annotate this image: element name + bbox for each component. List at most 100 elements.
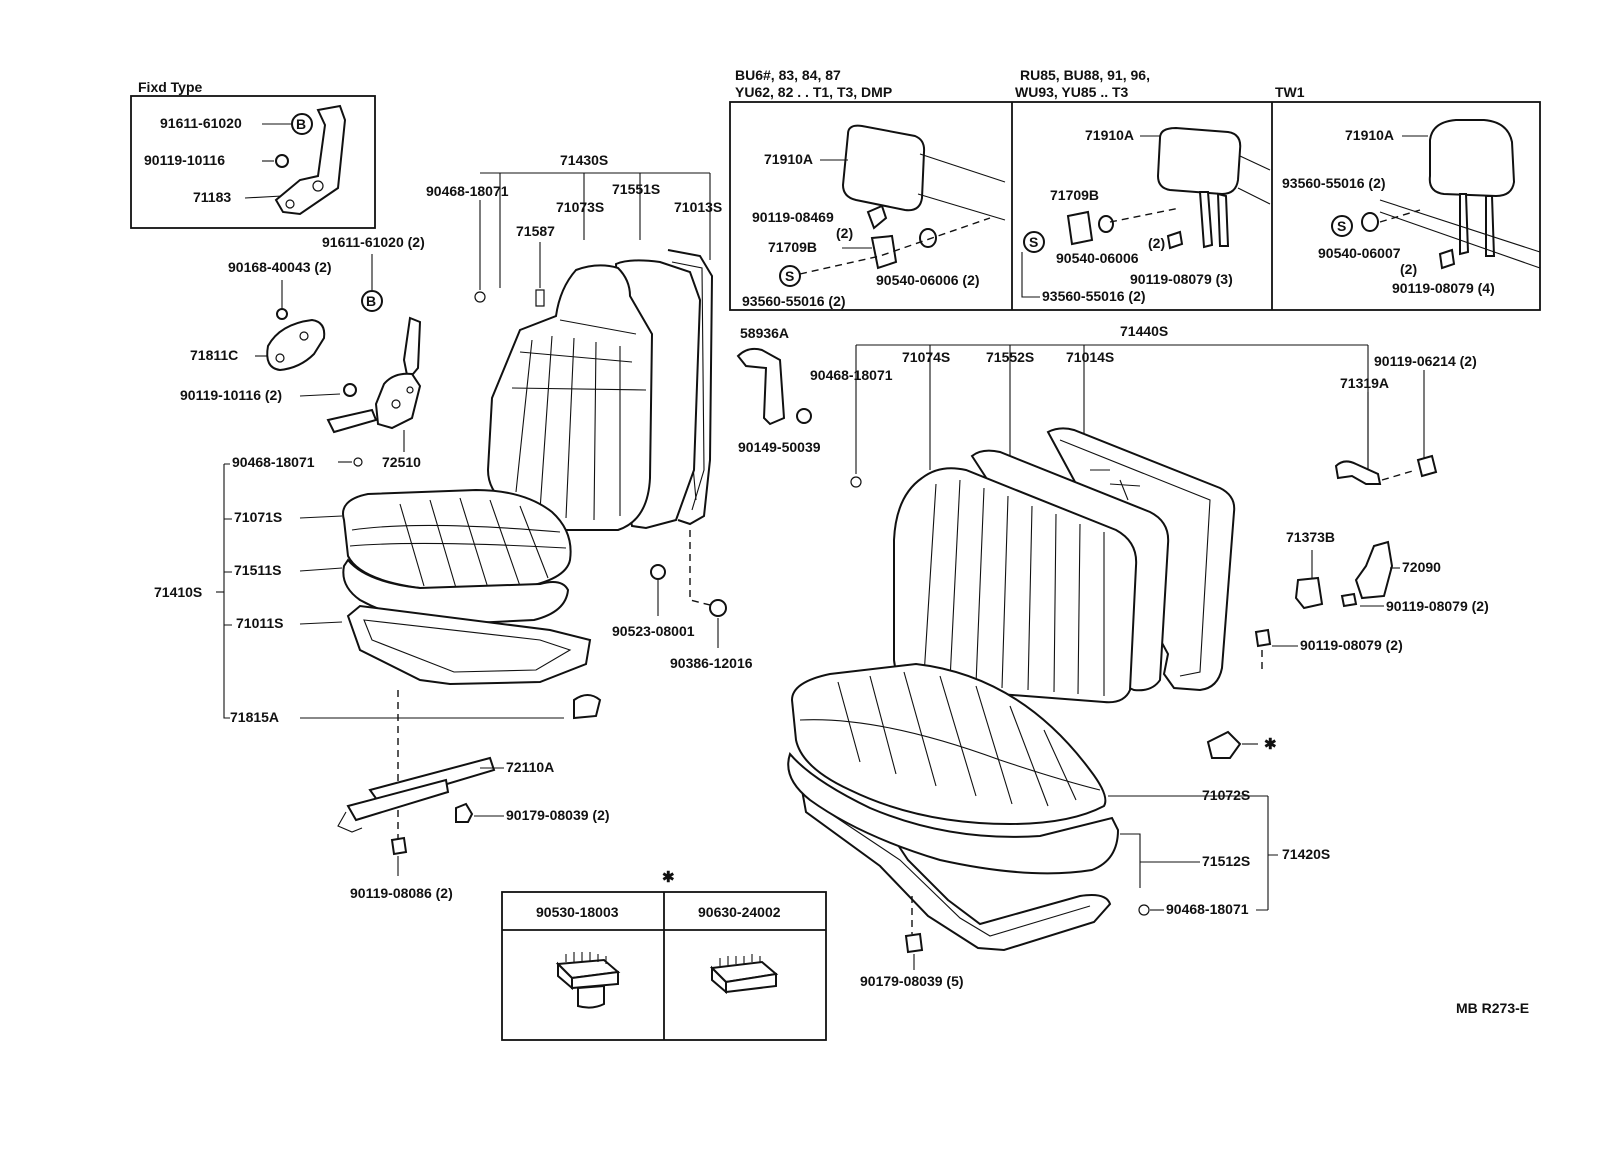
part-label: 91611-61020 (2) bbox=[322, 234, 425, 250]
clip-table-header: 90530-18003 bbox=[536, 904, 619, 920]
part-label: 71072S bbox=[1202, 787, 1250, 803]
bolt-icon bbox=[1416, 454, 1438, 478]
headrest-stay-icon bbox=[1459, 193, 1496, 257]
part-label: 71511S bbox=[234, 562, 282, 578]
part-label: 90540-06007 bbox=[1318, 245, 1401, 261]
marker-s-icon bbox=[1023, 231, 1045, 253]
headrest-stay-icon bbox=[1198, 191, 1230, 249]
part-label: 90119-08079 (3) bbox=[1130, 271, 1233, 287]
part-label: 90119-08469 bbox=[752, 209, 834, 225]
part-label: 90119-08079 (2) bbox=[1386, 598, 1489, 614]
bushing-icon bbox=[919, 228, 937, 248]
left-adjuster: 91611-61020 (2) B 90168-40043 (2) 71811C… bbox=[180, 234, 425, 470]
assembly-label: 71440S bbox=[1120, 323, 1168, 339]
headrest-frame bbox=[729, 101, 1541, 311]
support-icon bbox=[870, 234, 898, 270]
marker-s-letter: S bbox=[785, 268, 794, 284]
arm-icon bbox=[402, 316, 422, 383]
part-label: 90119-08079 (2) bbox=[1300, 637, 1403, 653]
part-label: 90523-08001 bbox=[612, 623, 695, 639]
bench-back-cover-icon bbox=[893, 467, 1138, 704]
bench-hardware: 90119-06214 (2) 71319A 71373B 72090 9011… bbox=[1206, 353, 1489, 759]
left-misc: 90523-08001 90386-12016 bbox=[612, 530, 753, 671]
headrest-icon bbox=[841, 124, 926, 212]
hook-icon bbox=[1334, 460, 1382, 485]
part-label: 90468-18071 bbox=[810, 367, 893, 383]
clip-icon bbox=[1206, 730, 1242, 759]
knob-cover-icon bbox=[573, 694, 602, 720]
support-icon bbox=[1066, 210, 1094, 246]
part-label: 71709B bbox=[768, 239, 817, 255]
headrest-icon bbox=[1156, 126, 1242, 196]
part-label: 90119-06214 (2) bbox=[1374, 353, 1477, 369]
clip-table-marker: ✱ bbox=[662, 869, 675, 886]
clip-icon bbox=[535, 289, 545, 307]
part-label: 71011S bbox=[236, 615, 284, 631]
part-label: 90168-40043 (2) bbox=[228, 259, 332, 275]
part-label: 71910A bbox=[1085, 127, 1134, 143]
drawing-code: MB R273-E bbox=[1456, 1000, 1529, 1016]
part-label: 90468-18071 bbox=[1166, 901, 1249, 917]
assembly-label: 71430S bbox=[560, 152, 608, 168]
marker-s-letter: S bbox=[1029, 234, 1038, 250]
part-label: 71910A bbox=[1345, 127, 1394, 143]
assembly-label: 71420S bbox=[1282, 846, 1330, 862]
screw-icon bbox=[1166, 230, 1184, 250]
bolt-icon bbox=[343, 383, 357, 397]
bolt-icon bbox=[1340, 592, 1358, 608]
clip-table: ✱ 90530-18003 90630-24002 bbox=[501, 869, 827, 1041]
part-label: (2) bbox=[1148, 235, 1165, 251]
headrest-panels: BU6#, 83, 84, 87 YU62, 82 . . T1, T3, DM… bbox=[729, 67, 1541, 311]
push-clip-icon bbox=[555, 952, 621, 1009]
marker-b-icon bbox=[361, 290, 383, 312]
marker-s-icon bbox=[1331, 215, 1353, 237]
fastener-pad-icon bbox=[709, 954, 779, 995]
marker-s-icon bbox=[779, 265, 801, 287]
part-label: 71587 bbox=[516, 223, 555, 239]
bench-cushion-cover-icon bbox=[790, 662, 1107, 826]
hinge-cover-icon bbox=[266, 318, 326, 372]
part-label: 90386-12016 bbox=[670, 655, 753, 671]
part-label: 71319A bbox=[1340, 375, 1389, 391]
part-label: 72510 bbox=[382, 454, 421, 470]
nut-icon bbox=[796, 408, 812, 424]
cushion-cover-icon bbox=[342, 488, 572, 589]
cushion-pad-icon bbox=[342, 558, 570, 626]
grommet-icon bbox=[709, 599, 727, 617]
clip-table-header: 90630-24002 bbox=[698, 904, 781, 920]
part-label: 90179-08039 (5) bbox=[860, 973, 964, 989]
part-label: 90468-18071 bbox=[426, 183, 509, 199]
part-label: 71512S bbox=[1202, 853, 1250, 869]
part-label: 71183 bbox=[193, 189, 231, 205]
seat-back-cover-icon bbox=[486, 264, 654, 531]
part-label: (2) bbox=[836, 225, 853, 241]
headrest-icon bbox=[1428, 119, 1516, 198]
part-label: 71551S bbox=[612, 181, 660, 197]
part-label: 90119-08079 (4) bbox=[1392, 280, 1495, 296]
panel2-header: WU93, YU85 .. T3 bbox=[1015, 84, 1129, 100]
latch-cover-icon bbox=[1294, 576, 1324, 610]
nut-icon bbox=[904, 932, 924, 954]
part-label: 93560-55016 (2) bbox=[1042, 288, 1146, 304]
part-label: 71071S bbox=[234, 509, 282, 525]
part-label: 93560-55016 (2) bbox=[742, 293, 846, 309]
left-cushion: 71410S 90468-18071 71071S 71511S 71011S … bbox=[154, 454, 602, 840]
marker-b-letter: B bbox=[296, 116, 306, 132]
fixed-type-title: Fixd Type bbox=[138, 79, 203, 95]
marker-b-icon bbox=[291, 113, 313, 135]
bench-cushion: 71072S 71420S 71512S 90468-18071 90179-0… bbox=[787, 662, 1330, 989]
part-label: 71910A bbox=[764, 151, 813, 167]
part-label: 90119-08086 (2) bbox=[350, 885, 453, 901]
lever-icon bbox=[326, 408, 378, 434]
seat-track-icon bbox=[346, 778, 450, 822]
part-label: 90540-06006 (2) bbox=[876, 272, 980, 288]
bench-seat-back: 71440S 90468-18071 71074S 71552S 71014S bbox=[810, 323, 1369, 704]
part-label: 90119-10116 (2) bbox=[180, 387, 282, 403]
part-label: 71709B bbox=[1050, 187, 1099, 203]
part-label: 71014S bbox=[1066, 349, 1114, 365]
panel1-header: BU6#, 83, 84, 87 bbox=[735, 67, 841, 83]
part-label: 90179-08039 (2) bbox=[506, 807, 610, 823]
bolt-icon bbox=[1254, 628, 1272, 648]
